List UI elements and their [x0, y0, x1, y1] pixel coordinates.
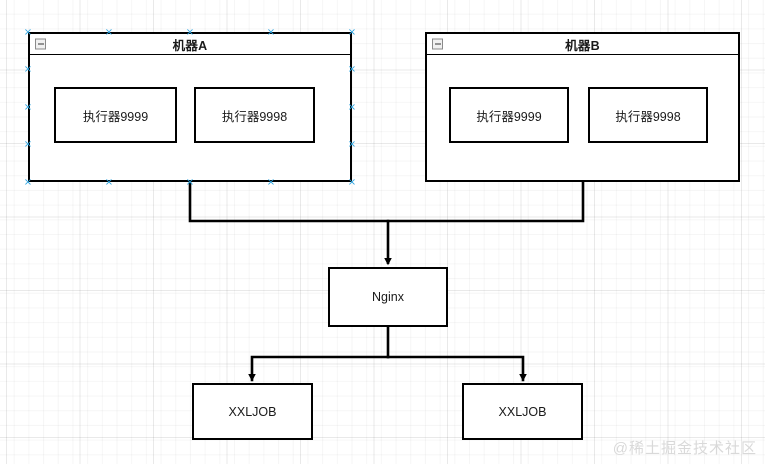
machine-a-title-bar: 机器A [30, 34, 350, 55]
selection-handle[interactable] [24, 28, 33, 37]
node-label: 执行器9999 [82, 109, 149, 124]
node-xxljob-left[interactable]: XXLJOB [192, 383, 313, 440]
selection-handle[interactable] [267, 28, 276, 37]
node-label: 执行器9998 [221, 109, 288, 124]
selection-handle[interactable] [24, 140, 33, 149]
node-executor-a-9998[interactable]: 执行器9998 [194, 87, 315, 143]
machine-b-title-label: 机器B [565, 38, 600, 53]
machine-b-title-bar: 机器B [427, 34, 738, 55]
machine-a-body: 执行器9999 执行器9998 [30, 55, 350, 180]
container-machine-b[interactable]: 机器B 执行器9999 执行器9998 [425, 32, 740, 182]
machine-a-title-label: 机器A [172, 38, 208, 53]
node-nginx[interactable]: Nginx [328, 267, 448, 327]
collapse-minus-icon[interactable] [432, 38, 443, 50]
selection-handle[interactable] [348, 178, 357, 187]
selection-handle[interactable] [24, 178, 33, 187]
node-executor-b-9999[interactable]: 执行器9999 [449, 87, 569, 143]
edge-machine-b-to-nginx [386, 180, 585, 223]
selection-handle[interactable] [348, 28, 357, 37]
selection-handle[interactable] [24, 103, 33, 112]
machine-b-body: 执行器9999 执行器9998 [427, 55, 738, 180]
selection-handle[interactable] [105, 178, 114, 187]
node-label: XXLJOB [228, 404, 277, 419]
selection-handle[interactable] [348, 103, 357, 112]
node-label: 执行器9999 [476, 109, 542, 124]
collapse-minus-icon[interactable] [35, 38, 46, 50]
node-xxljob-right[interactable]: XXLJOB [462, 383, 583, 440]
container-machine-a[interactable]: 机器A 执行器9999 执行器9998 [28, 32, 352, 182]
edge-nginx-to-xxljob-right [386, 355, 527, 382]
selection-handle[interactable] [348, 65, 357, 74]
edge-machine-a-to-nginx [188, 180, 390, 223]
node-label: 执行器9998 [615, 109, 681, 124]
selection-handle[interactable] [186, 28, 195, 37]
watermark: @稀土掘金技术社区 [612, 440, 757, 457]
node-executor-b-9998[interactable]: 执行器9998 [588, 87, 708, 143]
edge-nginx-to-xxljob-left [248, 355, 390, 382]
selection-handle[interactable] [348, 140, 357, 149]
node-label: Nginx [372, 290, 404, 304]
selection-handle[interactable] [24, 65, 33, 74]
selection-handle[interactable] [105, 28, 114, 37]
node-executor-a-9999[interactable]: 执行器9999 [54, 87, 177, 143]
selection-handle[interactable] [186, 178, 195, 187]
selection-handle[interactable] [267, 178, 276, 187]
node-label: XXLJOB [498, 404, 547, 419]
